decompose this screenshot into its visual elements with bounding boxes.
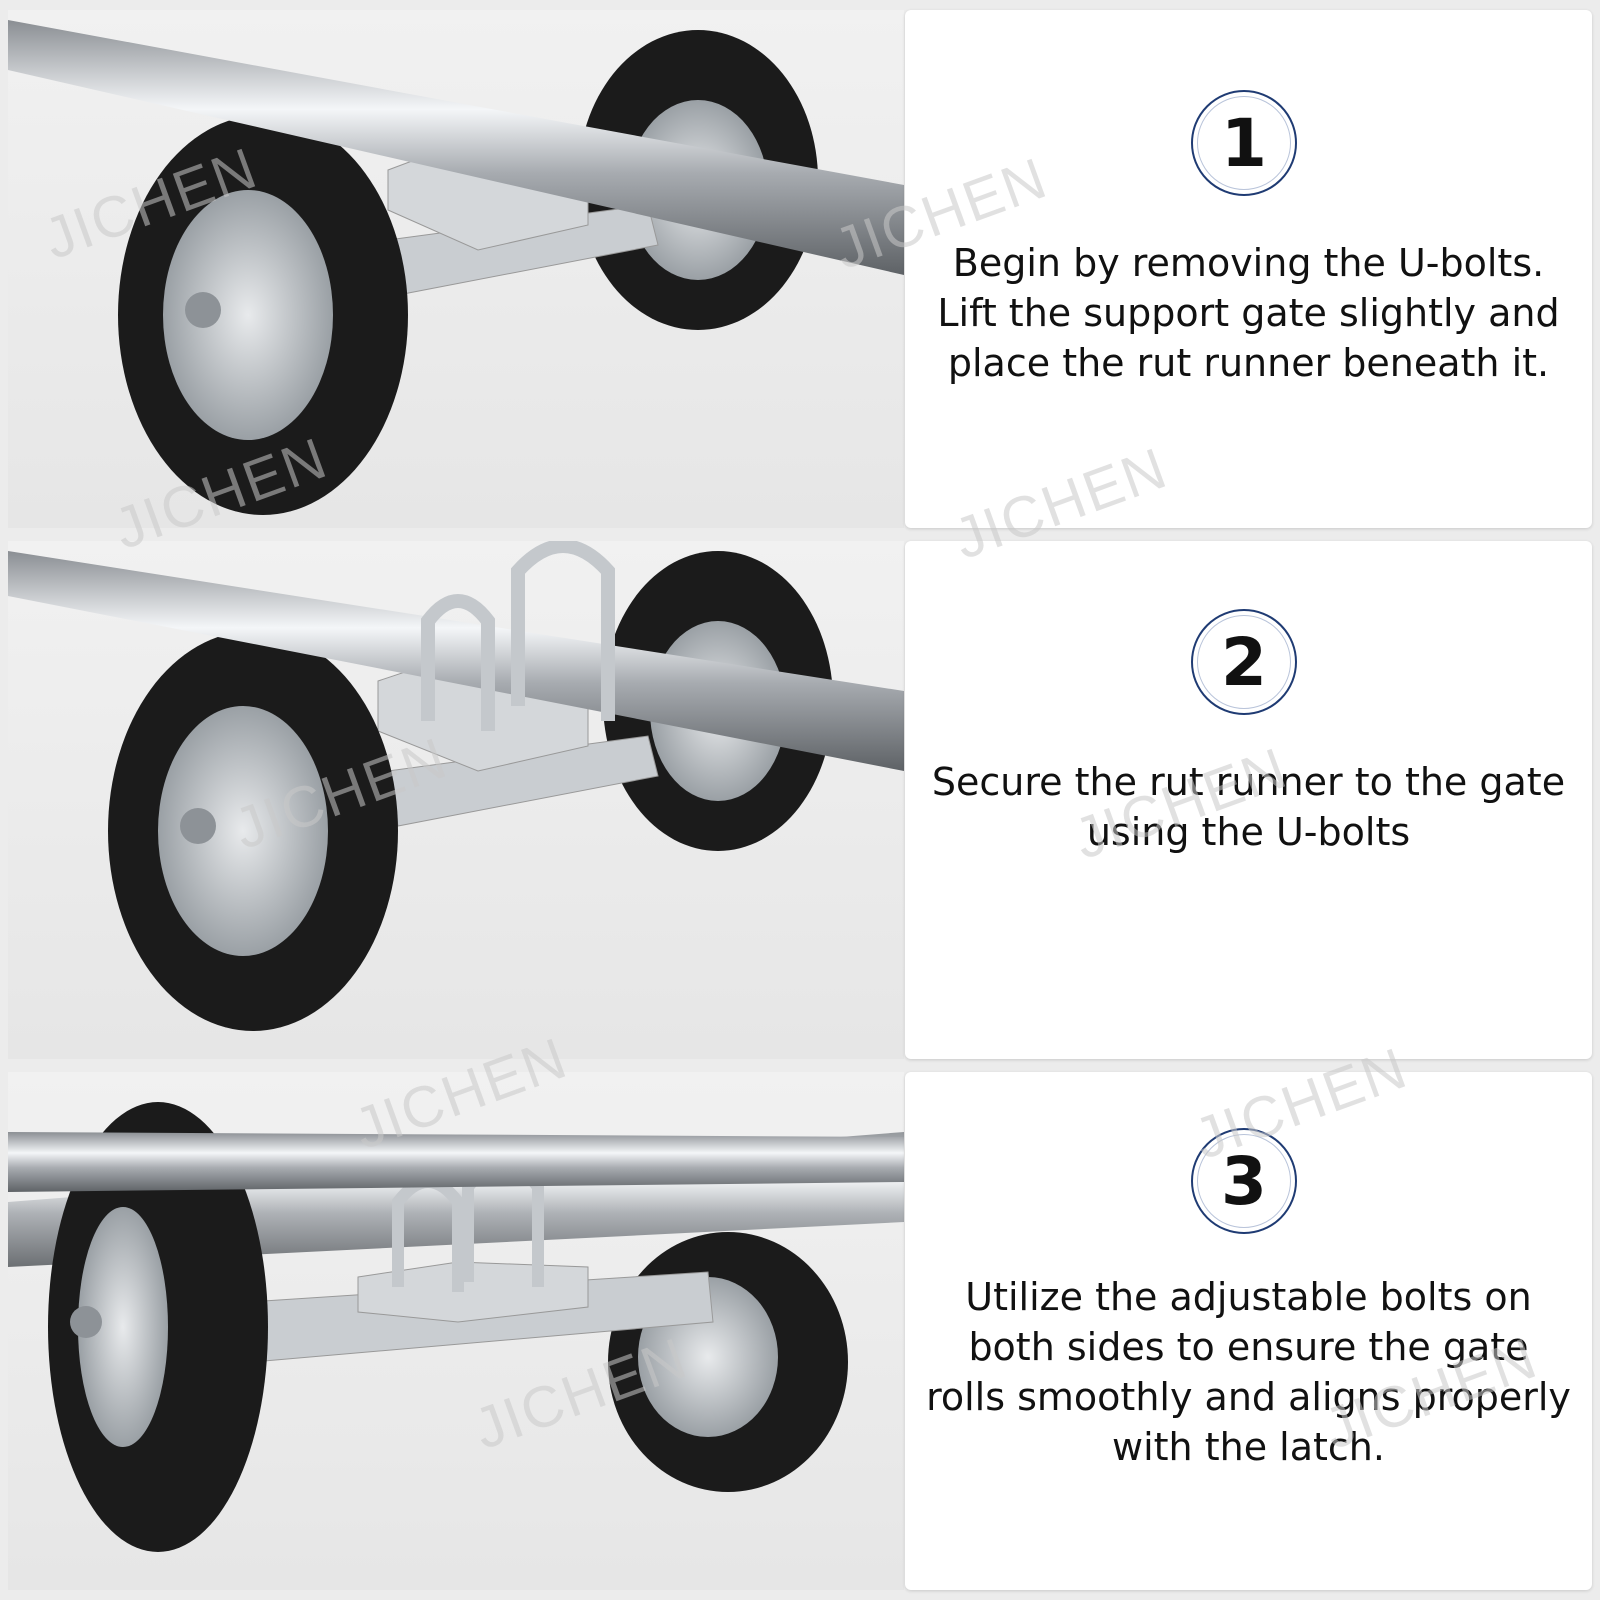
step-2-panel: 2 Secure the rut runner to the gate usin…	[905, 541, 1592, 1059]
step-2-row: 2 Secure the rut runner to the gate usin…	[8, 541, 1592, 1059]
step-1-description: Begin by removing the U-bolts. Lift the …	[937, 241, 1560, 385]
step-2-photo	[8, 541, 904, 1059]
step-3-photo	[8, 1072, 904, 1590]
step-1-photo	[8, 10, 904, 528]
rut-runner-adjust-image	[8, 1102, 904, 1552]
step-3-panel: 3 Utilize the adjustable bolts on both s…	[905, 1072, 1592, 1590]
rut-runner-ubolts-image	[8, 541, 904, 1031]
step-3-row: 3 Utilize the adjustable bolts on both s…	[8, 1072, 1592, 1590]
step-2-description: Secure the rut runner to the gate using …	[931, 760, 1566, 854]
step-3-description: Utilize the adjustable bolts on both sid…	[926, 1275, 1571, 1469]
rut-runner-image	[8, 20, 904, 515]
step-1-number-badge: 1	[1191, 90, 1297, 196]
step-3-number-badge: 3	[1191, 1128, 1297, 1234]
step-1-row: 1 Begin by removing the U-bolts. Lift th…	[8, 10, 1592, 528]
step-1-panel: 1 Begin by removing the U-bolts. Lift th…	[905, 10, 1592, 528]
step-2-number-badge: 2	[1191, 609, 1297, 715]
